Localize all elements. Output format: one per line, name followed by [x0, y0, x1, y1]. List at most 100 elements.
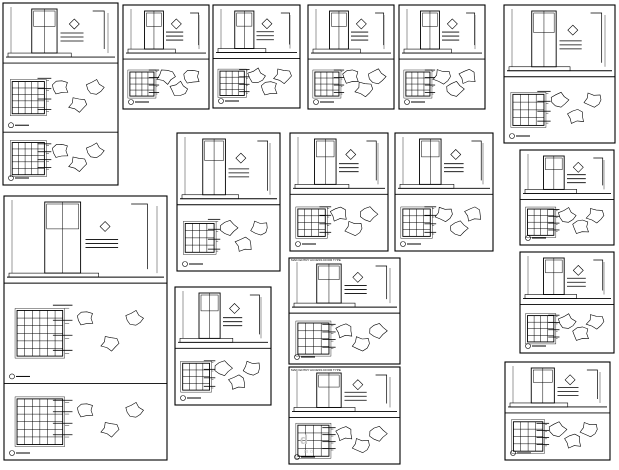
drawing-sheet-f1 [503, 4, 616, 144]
detail-section [180, 360, 260, 401]
side-profile [466, 12, 476, 46]
sheet-border [176, 132, 281, 272]
section-profile [368, 68, 387, 85]
base-slab [7, 52, 72, 58]
door-elevation [180, 137, 277, 200]
grid-frame [525, 313, 557, 345]
sheet-border [519, 149, 615, 246]
section-profile [351, 438, 370, 454]
section-profile [214, 360, 233, 377]
section-profile [156, 69, 176, 85]
grid-frame [127, 69, 157, 99]
detail-label-marker [128, 99, 134, 105]
base-slab [524, 294, 578, 299]
section-profile [234, 236, 252, 252]
detail-tag-diamond [446, 18, 458, 30]
grid-frame [403, 69, 433, 99]
grid-frame [183, 221, 217, 255]
door-elevation [216, 9, 297, 54]
section-profile [52, 80, 69, 95]
window-grid-detail [9, 79, 47, 116]
section-profile [77, 311, 94, 326]
detail-label-marker [8, 122, 14, 129]
base-slab [293, 302, 356, 308]
section-profile [242, 360, 260, 376]
section-profile [458, 68, 476, 84]
detail-label-marker [400, 241, 406, 247]
section-profile [585, 314, 605, 330]
door-elevation [292, 371, 397, 412]
drawing-sheet-p1 [504, 361, 611, 461]
section-profile [100, 336, 120, 352]
grid-outline [11, 142, 45, 176]
section-profile [329, 206, 347, 222]
detail-section [295, 206, 379, 247]
section-profile [220, 220, 239, 236]
detail-label-marker [404, 99, 410, 105]
detail-label-marker [182, 261, 188, 267]
section-profile [583, 92, 602, 108]
drawing-sheet-k1 [3, 195, 168, 461]
window-grid-detail [217, 68, 247, 98]
section-profile [432, 69, 451, 85]
door-elevation [523, 154, 611, 194]
door-elevation [178, 291, 268, 343]
section-profile [434, 206, 453, 222]
door-elevation [6, 7, 115, 58]
detail-tag-diamond [572, 264, 584, 276]
base-slab [508, 66, 571, 72]
base-slab [294, 184, 350, 189]
window-grid-detail [525, 206, 557, 238]
window-grid-detail [14, 396, 65, 447]
detail-section [312, 68, 387, 105]
detail-section [294, 422, 388, 460]
section-profile [550, 91, 570, 108]
base-slab [399, 184, 455, 189]
side-profile [586, 369, 598, 399]
sheet-border [398, 4, 486, 110]
section-profile [52, 143, 69, 158]
drawing-sheet-n1 [519, 251, 615, 354]
detail-tag-diamond [345, 149, 357, 160]
side-profile [375, 374, 388, 404]
detail-tag-diamond [572, 161, 584, 173]
detail-label-marker [313, 99, 319, 105]
drawing-sheet-b1 [122, 4, 210, 110]
door-elevation [402, 9, 482, 54]
detail-section [8, 77, 105, 129]
sheet-border [503, 4, 616, 144]
detail-section [182, 218, 268, 267]
detail-tag-diamond [352, 271, 364, 283]
section-profile [572, 326, 589, 341]
detail-tag-diamond [99, 221, 111, 232]
grid-outline [11, 81, 45, 115]
section-profile [579, 422, 598, 438]
detail-section [127, 69, 200, 105]
detail-label-marker [180, 395, 186, 401]
window-grid-detail [403, 69, 433, 99]
detail-label-marker [218, 98, 224, 104]
grid-frame [400, 206, 433, 239]
section-profile [548, 421, 568, 438]
side-profile [593, 259, 604, 291]
grid-frame [525, 206, 557, 238]
base-slab [312, 48, 361, 54]
section-profile [558, 207, 577, 223]
detail-tag-diamond [261, 18, 273, 30]
section-profile [228, 374, 245, 390]
door-elevation [7, 200, 164, 278]
section-profile [572, 219, 589, 234]
side-profile [280, 12, 290, 45]
base-slab [8, 272, 99, 278]
watermark-subtext: mo [304, 449, 315, 455]
door-elevation [292, 262, 397, 308]
base-slab [524, 189, 578, 194]
side-profile [375, 12, 385, 46]
section-profile [585, 208, 605, 224]
detail-section [217, 67, 292, 104]
window-grid-detail [180, 361, 212, 393]
sheet-border [519, 251, 615, 354]
window-grid-detail [14, 308, 65, 359]
window-grid-detail [9, 140, 47, 177]
